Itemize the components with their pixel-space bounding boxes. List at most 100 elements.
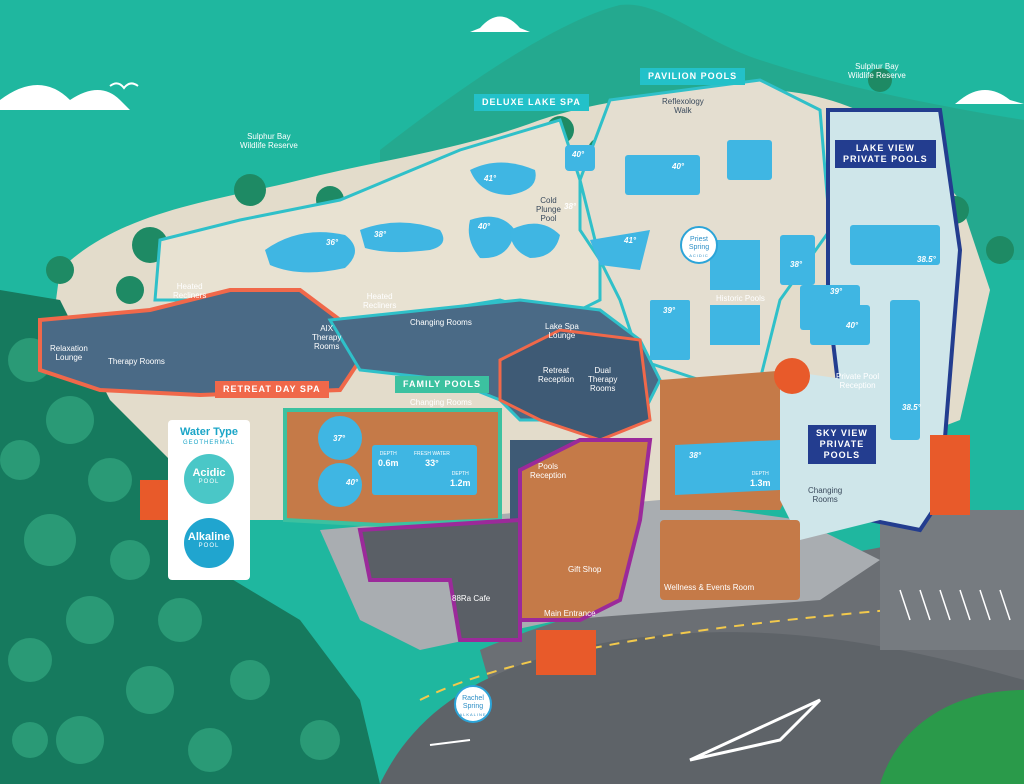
zone-tag-retreat-day-spa: RETREAT DAY SPA	[215, 381, 329, 398]
roof-right	[930, 435, 970, 515]
label-main-entrance: Main Entrance	[544, 609, 596, 618]
temp-40b: 40°	[572, 150, 585, 159]
label-heated-recliners-left: Heated Recliners	[173, 282, 207, 300]
car-park	[880, 510, 1024, 650]
retreat-reception-zone	[498, 328, 652, 442]
spring-type: ACIDIC	[689, 253, 709, 258]
label-pools-reception: Pools Reception	[530, 462, 567, 480]
rachel-spring-marker[interactable]: Rachel Spring ALKALINE	[454, 685, 492, 723]
temp-38a: 38°	[374, 230, 387, 239]
umbrella	[774, 358, 810, 394]
parking-lines	[899, 589, 1011, 621]
depth-value: 33°	[425, 458, 439, 468]
cloud-top	[470, 16, 530, 32]
temp-39b: 39°	[830, 287, 843, 296]
pool-38-lakeview	[780, 235, 815, 285]
pool-40-pavilion	[625, 155, 700, 195]
zone-tag-lake-view-private-pools: LAKE VIEW PRIVATE POOLS	[835, 140, 936, 168]
label-changing-rooms-family: Changing Rooms	[410, 398, 472, 407]
spring-name: Priest Spring	[688, 236, 710, 251]
pool-deluxe-right	[510, 223, 560, 258]
depth-family-right: DEPTH 1.2m	[450, 470, 471, 488]
pool-38-5-skyview	[890, 300, 920, 440]
legend-acidic: Acidic POOL	[184, 454, 234, 504]
label-retreat-reception: Retreat Reception	[538, 366, 575, 384]
pool-family-fresh	[372, 445, 477, 495]
priest-spring-marker[interactable]: Priest Spring ACIDIC	[680, 226, 718, 264]
depth-caption: DEPTH	[379, 451, 397, 457]
pool-40-cold	[565, 145, 595, 171]
cloud-right	[955, 90, 1024, 104]
legend-acidic-name: Acidic	[192, 467, 226, 479]
label-reserve-right: Sulphur Bay Wildlife Reserve	[848, 62, 906, 80]
pool-38-5-lakeview	[850, 225, 940, 265]
green-corner	[880, 690, 1024, 784]
bird-icon	[109, 82, 139, 90]
zone-tag-family-pools: FAMILY POOLS	[395, 376, 490, 393]
spring-name: Rachel Spring	[462, 695, 484, 710]
label-changing-rooms-lake: Changing Rooms	[410, 318, 472, 327]
depth-family-left: DEPTH 0.6m	[378, 450, 399, 468]
temp-38c: 38°	[790, 260, 803, 269]
label-therapy-rooms: Therapy Rooms	[108, 357, 165, 366]
pool-41-deluxe	[470, 162, 536, 195]
label-historic-pools: Historic Pools	[716, 294, 765, 303]
road-arrow	[689, 698, 822, 762]
label-dual-therapy-rooms: Dual Therapy Rooms	[588, 366, 618, 393]
label-aix-therapy-rooms: AIX Therapy Rooms	[312, 324, 342, 351]
label-private-pool-reception: Private Pool Reception	[836, 372, 880, 390]
legend-alkaline-name: Alkaline	[187, 531, 231, 543]
temp-38-5b: 38.5°	[902, 403, 921, 412]
pool-39	[650, 300, 690, 360]
pools	[265, 140, 940, 507]
temp-41a: 41°	[484, 174, 497, 183]
label-changing-rooms-sky: Changing Rooms	[808, 486, 843, 504]
depth-value: 0.6m	[378, 458, 399, 468]
wellness-room-zone	[660, 520, 800, 600]
temp-40a: 40°	[478, 222, 491, 231]
label-relaxation-lounge: Relaxation Lounge	[50, 344, 88, 362]
pool-40-deluxe	[468, 216, 515, 259]
historic-pools-lower	[710, 305, 760, 345]
label-wellness-events-room: Wellness & Events Room	[664, 583, 755, 592]
pool-40-pavilion-right	[727, 140, 772, 180]
pool-40-lakeview	[810, 305, 870, 345]
legend-alkaline-sub: POOL	[198, 543, 220, 549]
temp-41b: 41°	[624, 236, 637, 245]
zone-tag-deluxe-lake-spa: DELUXE LAKE SPA	[474, 94, 589, 111]
label-cafe: 88Ra Cafe	[452, 594, 491, 603]
depth-pavilion: DEPTH 1.3m	[750, 470, 771, 488]
depth-fresh-water: FRESH WATER 33°	[414, 450, 450, 468]
label-gift-shop: Gift Shop	[568, 565, 602, 574]
pool-36	[265, 232, 355, 273]
legend-acidic-sub: POOL	[198, 479, 220, 485]
depth-caption: DEPTH	[451, 471, 469, 477]
depth-caption: FRESH WATER	[414, 451, 450, 457]
cloud-left	[0, 85, 130, 110]
label-reflexology-walk: Reflexology Walk	[662, 97, 704, 115]
label-lake-spa-lounge: Lake Spa Lounge	[545, 322, 579, 340]
pool-38-pavilion-deck	[675, 440, 780, 495]
temp-37: 37°	[333, 434, 346, 443]
depth-value: 1.3m	[750, 478, 771, 488]
legend-alkaline: Alkaline POOL	[184, 518, 234, 568]
depth-caption: DEPTH	[751, 471, 769, 477]
historic-pools	[710, 240, 760, 290]
pool-40-family	[318, 463, 362, 507]
legend-subtitle: GEOTHERMAL	[182, 440, 235, 446]
pool-38-deluxe	[360, 222, 444, 253]
legend-title: Water Type	[179, 426, 239, 438]
spring-type: ALKALINE	[459, 712, 487, 717]
temp-38-5a: 38.5°	[917, 255, 936, 264]
road-arrow-left	[429, 739, 471, 746]
temp-39a: 39°	[663, 306, 676, 315]
pool-37	[318, 416, 362, 460]
zone-tag-pavilion-pools: PAVILION POOLS	[640, 68, 746, 85]
temp-40e: 40°	[346, 478, 359, 487]
pool-41-pavilion	[590, 230, 650, 270]
temp-40d: 40°	[846, 321, 859, 330]
temp-40c: 40°	[672, 162, 685, 171]
label-reserve-left: Sulphur Bay Wildlife Reserve	[240, 132, 298, 150]
